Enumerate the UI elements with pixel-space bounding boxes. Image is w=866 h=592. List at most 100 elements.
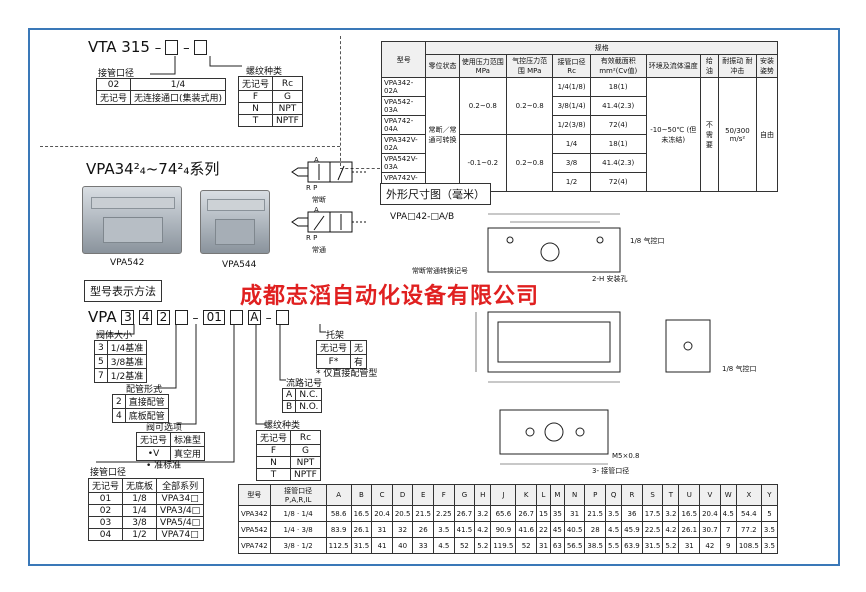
spec-col-vib: 耐振动 耐冲击 <box>717 54 757 78</box>
vta-box-2 <box>193 40 207 55</box>
dims-value: 31.5 <box>350 537 373 554</box>
dims-head-letter: K <box>515 484 537 506</box>
spec-zero-state: 常断／常通可转换 <box>425 77 460 192</box>
spec-model: VPA342-02A <box>380 77 427 97</box>
bracket-code: 无记号 <box>315 340 352 355</box>
port-size: 1/8 <box>122 492 158 505</box>
dims-port: 1/4 · 3/8 <box>269 521 327 538</box>
dims-value: 3.2 <box>662 505 680 522</box>
dims-value: 63.9 <box>621 537 643 554</box>
thread-code: 无记号 <box>255 430 292 445</box>
thread-code: F <box>255 444 292 457</box>
dims-value: 26.7 <box>515 505 537 522</box>
vta-port-code: 无记号 <box>95 90 132 105</box>
thread-type: NPTF <box>290 468 321 481</box>
dims-value: 4.2 <box>474 521 492 538</box>
dims-value: 33 <box>412 537 435 554</box>
spec-col-zero: 零位状态 <box>425 54 460 78</box>
dims-value: 32 <box>391 521 414 538</box>
photo-caption-vpa542: VPA542 <box>110 258 145 268</box>
bracket-note: * 仅直接配管型 <box>316 369 378 379</box>
dims-value: 26 <box>412 521 435 538</box>
dims-head-letter: T <box>662 484 680 506</box>
dims-value: 28 <box>584 521 607 538</box>
dims-head-letter: R <box>621 484 643 506</box>
dims-value: 38.5 <box>584 537 607 554</box>
spec-area: 41.4(2.3) <box>589 153 647 173</box>
dims-value: 31.5 <box>641 537 664 554</box>
spec-area: 72(4) <box>589 115 647 135</box>
port-head: 无记号 <box>87 478 124 493</box>
dims-value: 4.2 <box>662 521 680 538</box>
outline-pilot-port-2: 1/8 气控口 <box>722 365 757 373</box>
spec-model: VPA542-03A <box>380 96 427 116</box>
size-desc: 1/2基准 <box>106 368 148 383</box>
symbol-port-a-bottom: A <box>314 206 319 214</box>
dims-value: 30.7 <box>699 521 721 538</box>
outline-switch-note: 常断常通转换记号 <box>412 267 468 275</box>
dims-value: 40.5 <box>563 521 586 538</box>
spec-vib: 50/300 m/s² <box>717 77 757 192</box>
size-label: 阀体大小 <box>96 331 133 341</box>
valve-opt-desc: 标准型 <box>170 432 206 447</box>
howto-box-port: 01 <box>203 310 226 325</box>
spec-pressure: 0.2~0.8 <box>458 77 508 135</box>
bracket-desc: 有 <box>350 354 368 369</box>
thread-type: G <box>290 444 321 457</box>
series-title: VPA34²₄~74²₄系列 <box>86 160 220 178</box>
drawing-top-view <box>487 213 621 273</box>
dims-value: 41 <box>371 537 393 554</box>
vta-port-size: 无连接通口(集装式用) <box>130 90 227 105</box>
piping-label: 配管形式 <box>126 385 163 395</box>
dims-head-letter: N <box>563 484 586 506</box>
dims-value: 5.2 <box>662 537 680 554</box>
dims-value: 35 <box>549 505 565 522</box>
dims-value: 56.5 <box>563 537 586 554</box>
valve-opt-label: 阀可选项 <box>146 423 183 433</box>
spec-model: VPA742-04A <box>380 115 427 135</box>
valve-opt-code: 无记号 <box>135 432 172 447</box>
spec-area: 41.4(2.3) <box>589 96 647 116</box>
valve-opt-note: • 准标准 <box>146 461 182 471</box>
dims-value: 26.1 <box>350 521 373 538</box>
dims-value: 112.5 <box>325 537 352 554</box>
dims-value: 21.5 <box>412 505 435 522</box>
dims-value: 52 <box>515 537 537 554</box>
spec-col-mount: 安装姿势 <box>755 54 779 78</box>
dims-head-letter: E <box>412 484 435 506</box>
dims-value: 119.5 <box>490 537 517 554</box>
dims-value: 83.9 <box>325 521 352 538</box>
howto-box-flow: A <box>247 310 261 325</box>
dims-value: 22 <box>535 521 551 538</box>
symbol-port-p: P <box>313 234 318 242</box>
spec-col-pressure: 使用压力范围 MPa <box>458 54 508 78</box>
vta-thread-type: Rc <box>272 76 303 91</box>
spec-header-top: 规格 <box>425 41 778 55</box>
drawing-front-view <box>475 311 621 383</box>
valve-photo-vpa544 <box>200 190 270 254</box>
dims-value: 26.1 <box>678 521 701 538</box>
howto-box-bracket <box>276 310 290 325</box>
vta-thread-code: T <box>237 114 274 127</box>
dims-value: 16.5 <box>678 505 701 522</box>
outline-title: 外形尺寸图（毫米） <box>380 183 491 205</box>
dims-value: 15 <box>535 505 551 522</box>
symbol-port-r: R <box>306 184 311 192</box>
howto-box-piping: 2 <box>156 310 170 325</box>
howto-title: 型号表示方法 <box>84 280 162 302</box>
spec-col-oil: 给油 <box>699 54 719 78</box>
dims-head-letter: A <box>325 484 352 506</box>
bracket-label: 托架 <box>326 331 345 341</box>
thread-type: NPT <box>290 456 321 469</box>
flow-code: A <box>281 388 297 401</box>
dims-value: 31 <box>563 505 586 522</box>
valve-photo-vpa542 <box>82 186 182 254</box>
dims-value: 4.5 <box>433 537 455 554</box>
